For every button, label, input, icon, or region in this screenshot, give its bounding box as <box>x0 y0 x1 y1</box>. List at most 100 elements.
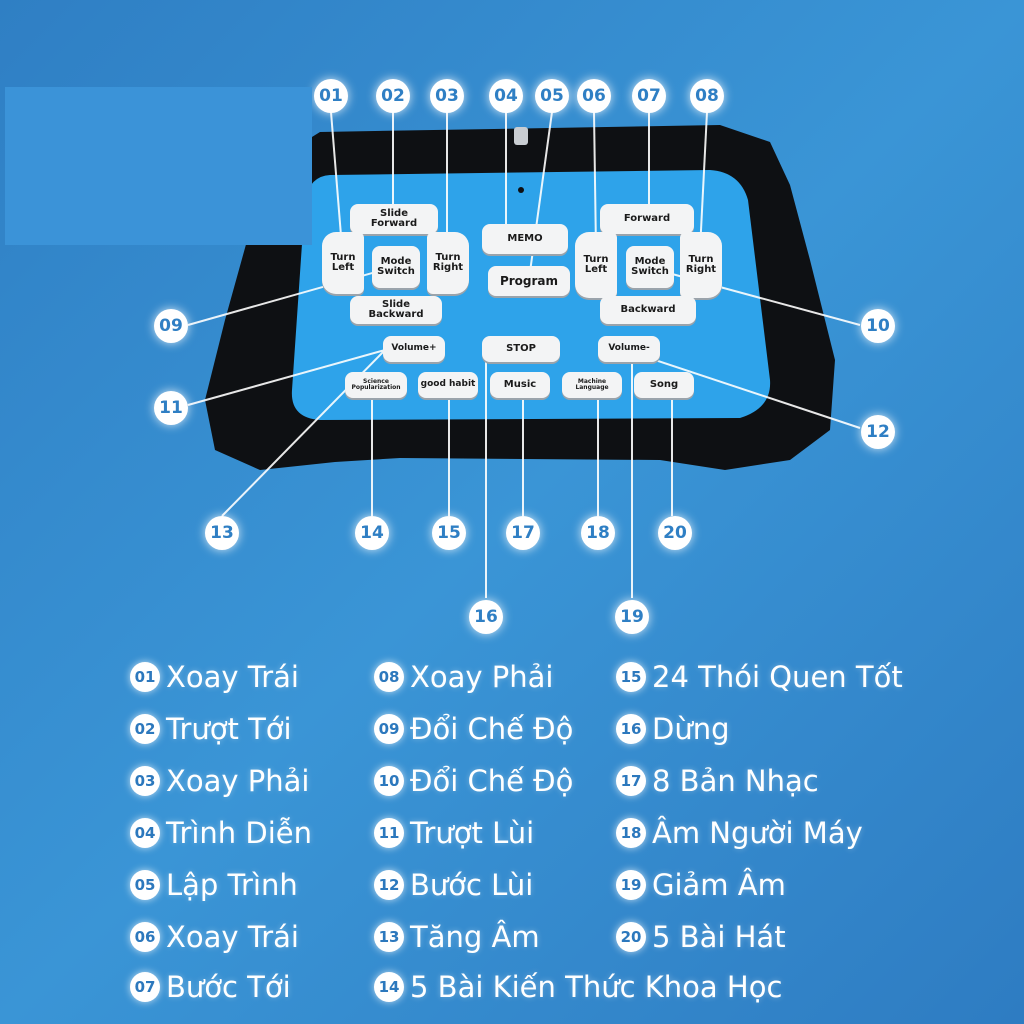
callout-17: 17 <box>506 516 540 550</box>
legend-number: 17 <box>616 766 646 796</box>
callout-03: 03 <box>430 79 464 113</box>
legend-text: Đổi Chế Độ <box>410 712 574 746</box>
legend-text: 5 Bài Hát <box>652 920 786 954</box>
backward-button[interactable]: Backward <box>600 296 696 324</box>
legend-text: Trình Diễn <box>166 816 313 850</box>
legend-text: Bước Lùi <box>410 868 534 902</box>
legend-number: 05 <box>130 870 160 900</box>
callout-06: 06 <box>577 79 611 113</box>
legend-number: 10 <box>374 766 404 796</box>
cover-box <box>5 87 312 245</box>
mode-switch-button-left[interactable]: Mode Switch <box>372 246 420 288</box>
legend-text: 5 Bài Kiến Thức Khoa Học <box>410 970 783 1004</box>
callout-13: 13 <box>205 516 239 550</box>
legend-text: Đổi Chế Độ <box>410 764 574 798</box>
legend-text: 8 Bản Nhạc <box>652 764 819 798</box>
callout-02: 02 <box>376 79 410 113</box>
legend-text: Xoay Trái <box>166 920 299 954</box>
callout-12: 12 <box>861 415 895 449</box>
legend-number: 13 <box>374 922 404 952</box>
turn-left-button-left[interactable]: Turn Left <box>322 232 364 294</box>
callout-14: 14 <box>355 516 389 550</box>
music-button[interactable]: Music <box>490 372 550 398</box>
mode-switch-button-right[interactable]: Mode Switch <box>626 246 674 288</box>
legend-text: Dừng <box>652 712 730 746</box>
legend-number: 06 <box>130 922 160 952</box>
legend-text: Xoay Phải <box>166 764 310 798</box>
turn-right-button-left[interactable]: Turn Right <box>427 232 469 294</box>
callout-19: 19 <box>615 600 649 634</box>
callout-20: 20 <box>658 516 692 550</box>
program-button[interactable]: Program <box>488 266 570 296</box>
legend-number: 01 <box>130 662 160 692</box>
callout-08: 08 <box>690 79 724 113</box>
callout-05: 05 <box>535 79 569 113</box>
legend-number: 09 <box>374 714 404 744</box>
legend-number: 19 <box>616 870 646 900</box>
legend-text: 24 Thói Quen Tốt <box>652 660 903 694</box>
callout-04: 04 <box>489 79 523 113</box>
legend-text: Xoay Trái <box>166 660 299 694</box>
legend-number: 14 <box>374 972 404 1002</box>
legend-number: 02 <box>130 714 160 744</box>
legend-text: Giảm Âm <box>652 868 786 902</box>
legend-text: Xoay Phải <box>410 660 554 694</box>
legend-number: 04 <box>130 818 160 848</box>
antenna-nub <box>514 127 528 145</box>
legend-number: 15 <box>616 662 646 692</box>
volume-down-button[interactable]: Volume- <box>598 336 660 362</box>
legend-text: Trượt Tới <box>166 712 292 746</box>
callout-15: 15 <box>432 516 466 550</box>
callout-10: 10 <box>861 309 895 343</box>
callout-18: 18 <box>581 516 615 550</box>
legend-number: 12 <box>374 870 404 900</box>
memo-button[interactable]: MEMO <box>482 224 568 254</box>
callout-07: 07 <box>632 79 666 113</box>
legend-text: Tăng Âm <box>410 920 540 954</box>
legend-number: 16 <box>616 714 646 744</box>
slide-forward-button[interactable]: Slide Forward <box>350 204 438 234</box>
legend-number: 20 <box>616 922 646 952</box>
legend-text: Trượt Lùi <box>410 816 535 850</box>
callout-01: 01 <box>314 79 348 113</box>
stop-button[interactable]: STOP <box>482 336 560 362</box>
volume-up-button[interactable]: Volume+ <box>383 336 445 362</box>
good-habit-button[interactable]: good habit <box>418 372 478 398</box>
legend-number: 08 <box>374 662 404 692</box>
legend-number: 03 <box>130 766 160 796</box>
legend-text: Bước Tới <box>166 970 291 1004</box>
legend-number: 11 <box>374 818 404 848</box>
song-button[interactable]: Song <box>634 372 694 398</box>
callout-09: 09 <box>154 309 188 343</box>
slide-backward-button[interactable]: Slide Backward <box>350 296 442 324</box>
turn-left-button-right[interactable]: Turn Left <box>575 232 617 298</box>
machine-language-button[interactable]: Machine Language <box>562 372 622 398</box>
legend-number: 07 <box>130 972 160 1002</box>
science-popularization-button[interactable]: Science Popularization <box>345 372 407 398</box>
forward-button[interactable]: Forward <box>600 204 694 234</box>
legend-number: 18 <box>616 818 646 848</box>
turn-right-button-right[interactable]: Turn Right <box>680 232 722 298</box>
